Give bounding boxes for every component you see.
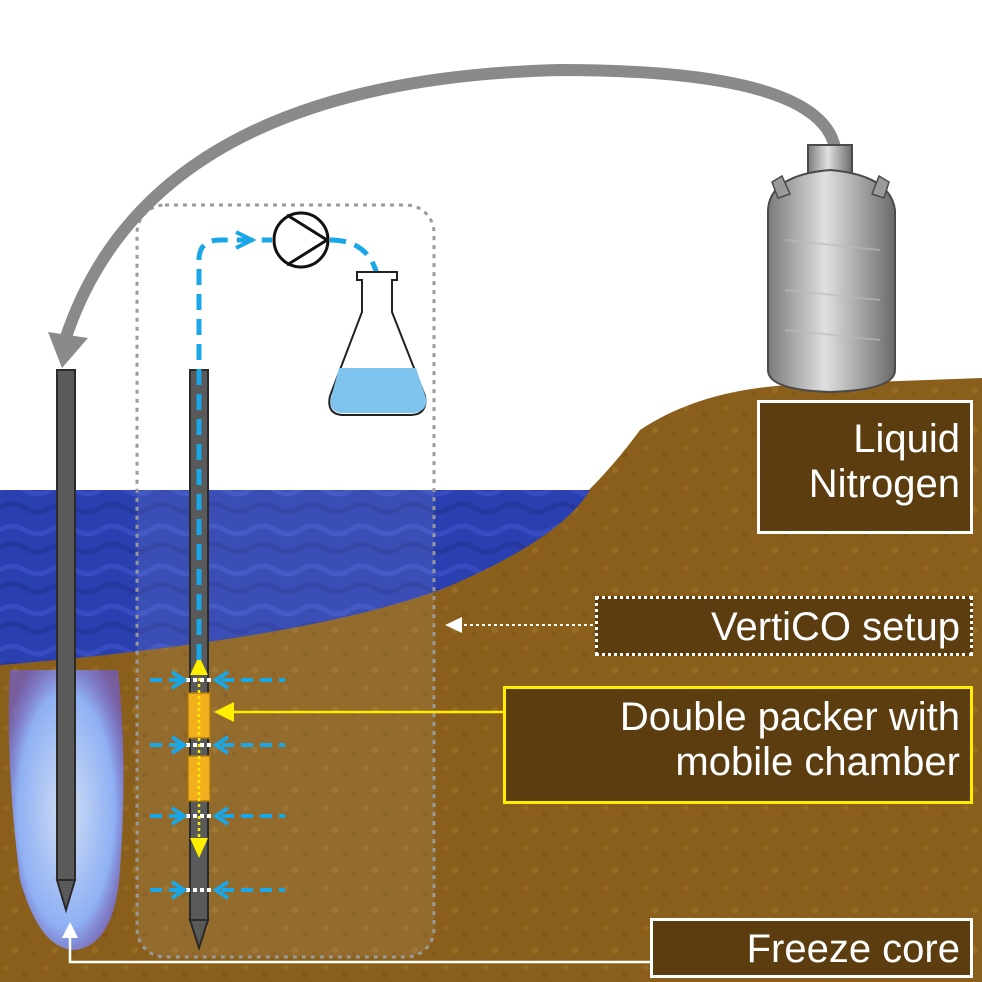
freeze-core-label: Freeze core [650,918,973,978]
vertico-setup-label: VertiCO setup [595,596,973,656]
pump-icon [274,213,328,267]
double-packer-line-1: Double packer with [506,695,960,740]
freeze-core-text: Freeze core [653,927,960,972]
return-arrow-head [48,332,88,368]
dewar-icon [768,145,895,392]
vertico-setup-text: VertiCO setup [598,605,960,650]
double-packer-line-2: mobile chamber [506,740,960,785]
freeze-core-pipe [57,370,75,910]
liquid-nitrogen-line-2: Nitrogen [760,462,960,507]
double-packer-label: Double packer with mobile chamber [503,686,973,804]
liquid-nitrogen-label: Liquid Nitrogen [757,400,973,534]
liquid-nitrogen-line-1: Liquid [760,417,960,462]
